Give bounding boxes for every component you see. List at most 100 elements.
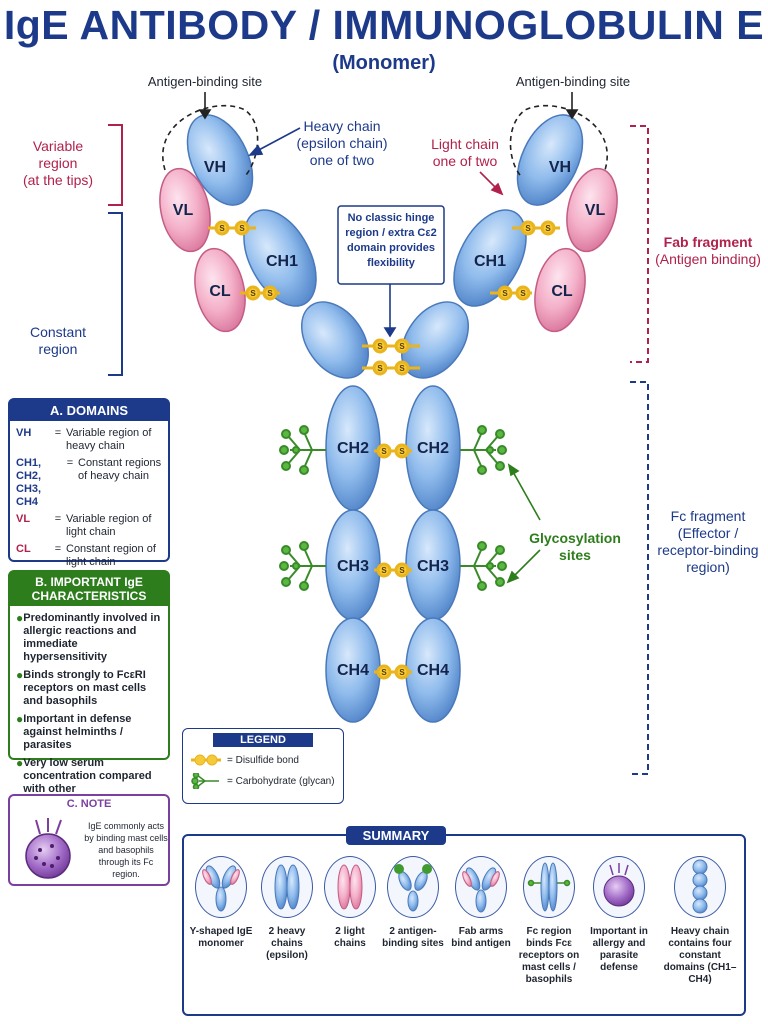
domains-header: A. DOMAINS (10, 400, 168, 421)
mast-cell-icon (25, 818, 71, 879)
summary-item: Fc region binds Fcε receptors on mast ce… (516, 856, 582, 986)
antigen-site-left-label: Antigen-binding site (147, 74, 263, 89)
s-label: S (399, 566, 405, 575)
domain-row: VL=Variable region of light chain (16, 513, 152, 538)
summary-header: SUMMARY (346, 826, 446, 845)
fc-stem (325, 385, 461, 723)
note-box: C. NOTE IgE commonly acts by binding mas… (8, 794, 170, 886)
ch4-right-label: CH4 (417, 662, 449, 679)
ch4-left-label: CH4 (337, 662, 369, 679)
s-label: S (502, 289, 508, 298)
summary-item: Fab arms bind antigen (450, 856, 512, 950)
characteristics-header: B. IMPORTANT IgE CHARACTERISTICS (10, 572, 168, 606)
fab-bracket (630, 125, 649, 363)
ch3-left-label: CH3 (337, 558, 369, 575)
summary-item: 2 light chains (320, 856, 380, 950)
constant-region-bracket (108, 212, 123, 376)
vl-left-label: VL (173, 202, 194, 219)
fc-bracket (630, 381, 649, 775)
page-title: IgE ANTIBODY / IMMUNOGLOBULIN E (3, 2, 765, 48)
disulfide-legend-icon (191, 754, 221, 766)
disulfide-bonds (208, 220, 560, 680)
vh-left-label: VH (204, 159, 226, 176)
ch2-right-label: CH2 (417, 440, 449, 457)
right-vl-domain (566, 167, 618, 253)
left-light-chain (159, 167, 246, 333)
variable-region-bracket (108, 124, 123, 206)
left-heavy-arm (186, 114, 370, 379)
right-cl-domain (534, 247, 586, 333)
legend-row-carbohydrate: = Carbohydrate (glycan) (189, 773, 343, 789)
left-vh-domain (186, 114, 254, 206)
glycan-icon (279, 541, 326, 591)
ch2-left-label: CH2 (337, 440, 369, 457)
s-label: S (219, 224, 225, 233)
s-label: S (399, 342, 405, 351)
characteristic-item: ●Important in defense against helminths … (16, 712, 132, 752)
cl-left-label: CL (209, 283, 231, 300)
s-label: S (399, 447, 405, 456)
s-label: S (250, 289, 256, 298)
heavy-chain-arrow (254, 127, 301, 153)
glycan-icon (460, 425, 507, 475)
right-hinge-domain (400, 301, 470, 379)
domain-row: VH=Variable region of heavy chain (16, 427, 152, 452)
summary-item: Y-shaped IgE monomer (188, 856, 254, 950)
left-hinge-domain (300, 301, 370, 379)
s-label: S (377, 342, 383, 351)
note-text: IgE commonly acts by binding mast cells … (84, 821, 168, 879)
cl-right-label: CL (551, 283, 573, 300)
glycan-icon (279, 425, 326, 475)
note-header: C. NOTE (66, 798, 112, 810)
fab-fragment-label: Fab fragment(Antigen binding) (655, 234, 761, 267)
legend-box: LEGEND = Disulfide bond = Carbohydrate (… (182, 728, 344, 804)
characteristics-box: B. IMPORTANT IgE CHARACTERISTICS ●Predom… (8, 570, 170, 808)
s-label: S (545, 224, 551, 233)
s-label: S (399, 668, 405, 677)
left-cl-domain (194, 247, 246, 333)
summary-item: Heavy chain contains four constant domai… (662, 856, 738, 986)
ch1-left-label: CH1 (266, 253, 298, 270)
s-label: S (381, 668, 387, 677)
left-ch1-domain (243, 209, 317, 307)
heavy-chain-label: Heavy chain(epsilon chain)one of two (296, 118, 388, 168)
vl-right-label: VL (585, 202, 606, 219)
legend-header: LEGEND (213, 733, 313, 747)
antigen-site-right-label: Antigen-binding site (515, 74, 631, 89)
domain-row: CL=Constant region of light chain (16, 543, 156, 568)
right-ch1-domain (453, 209, 527, 307)
s-label: S (520, 289, 526, 298)
vh-right-label: VH (549, 159, 571, 176)
s-label: S (525, 224, 531, 233)
summary-item: Important in allergy and parasite defens… (586, 856, 652, 974)
domain-row: CH1, CH2, CH3, CH4=Constant regions of h… (16, 457, 162, 508)
legend-row-disulfide: = Disulfide bond (189, 753, 343, 767)
summary-item: 2 antigen-binding sites (380, 856, 446, 950)
glyco-arrow-up (511, 469, 541, 521)
glyco-arrow-down (511, 549, 541, 579)
s-label: S (239, 224, 245, 233)
hinge-note-box (337, 205, 445, 285)
s-label: S (267, 289, 273, 298)
right-heavy-arm (400, 114, 584, 379)
glycan-icons (279, 425, 507, 591)
ch3-right-label: CH3 (417, 558, 449, 575)
s-label: S (381, 566, 387, 575)
s-label: S (381, 447, 387, 456)
s-label: S (377, 364, 383, 373)
left-vl-domain (159, 167, 211, 253)
summary-item: 2 heavy chains (epsilon) (254, 856, 320, 962)
right-light-chain (534, 167, 618, 333)
characteristic-item: ●Predominantly involved in allergic reac… (16, 611, 161, 664)
glycan-icon (460, 541, 507, 591)
s-label: S (399, 364, 405, 373)
domains-box: A. DOMAINS VH=Variable region of heavy c… (8, 398, 170, 568)
glycan-legend-icon (191, 773, 219, 789)
characteristic-item: ●Binds strongly to FcεRI receptors on ma… (16, 668, 147, 708)
